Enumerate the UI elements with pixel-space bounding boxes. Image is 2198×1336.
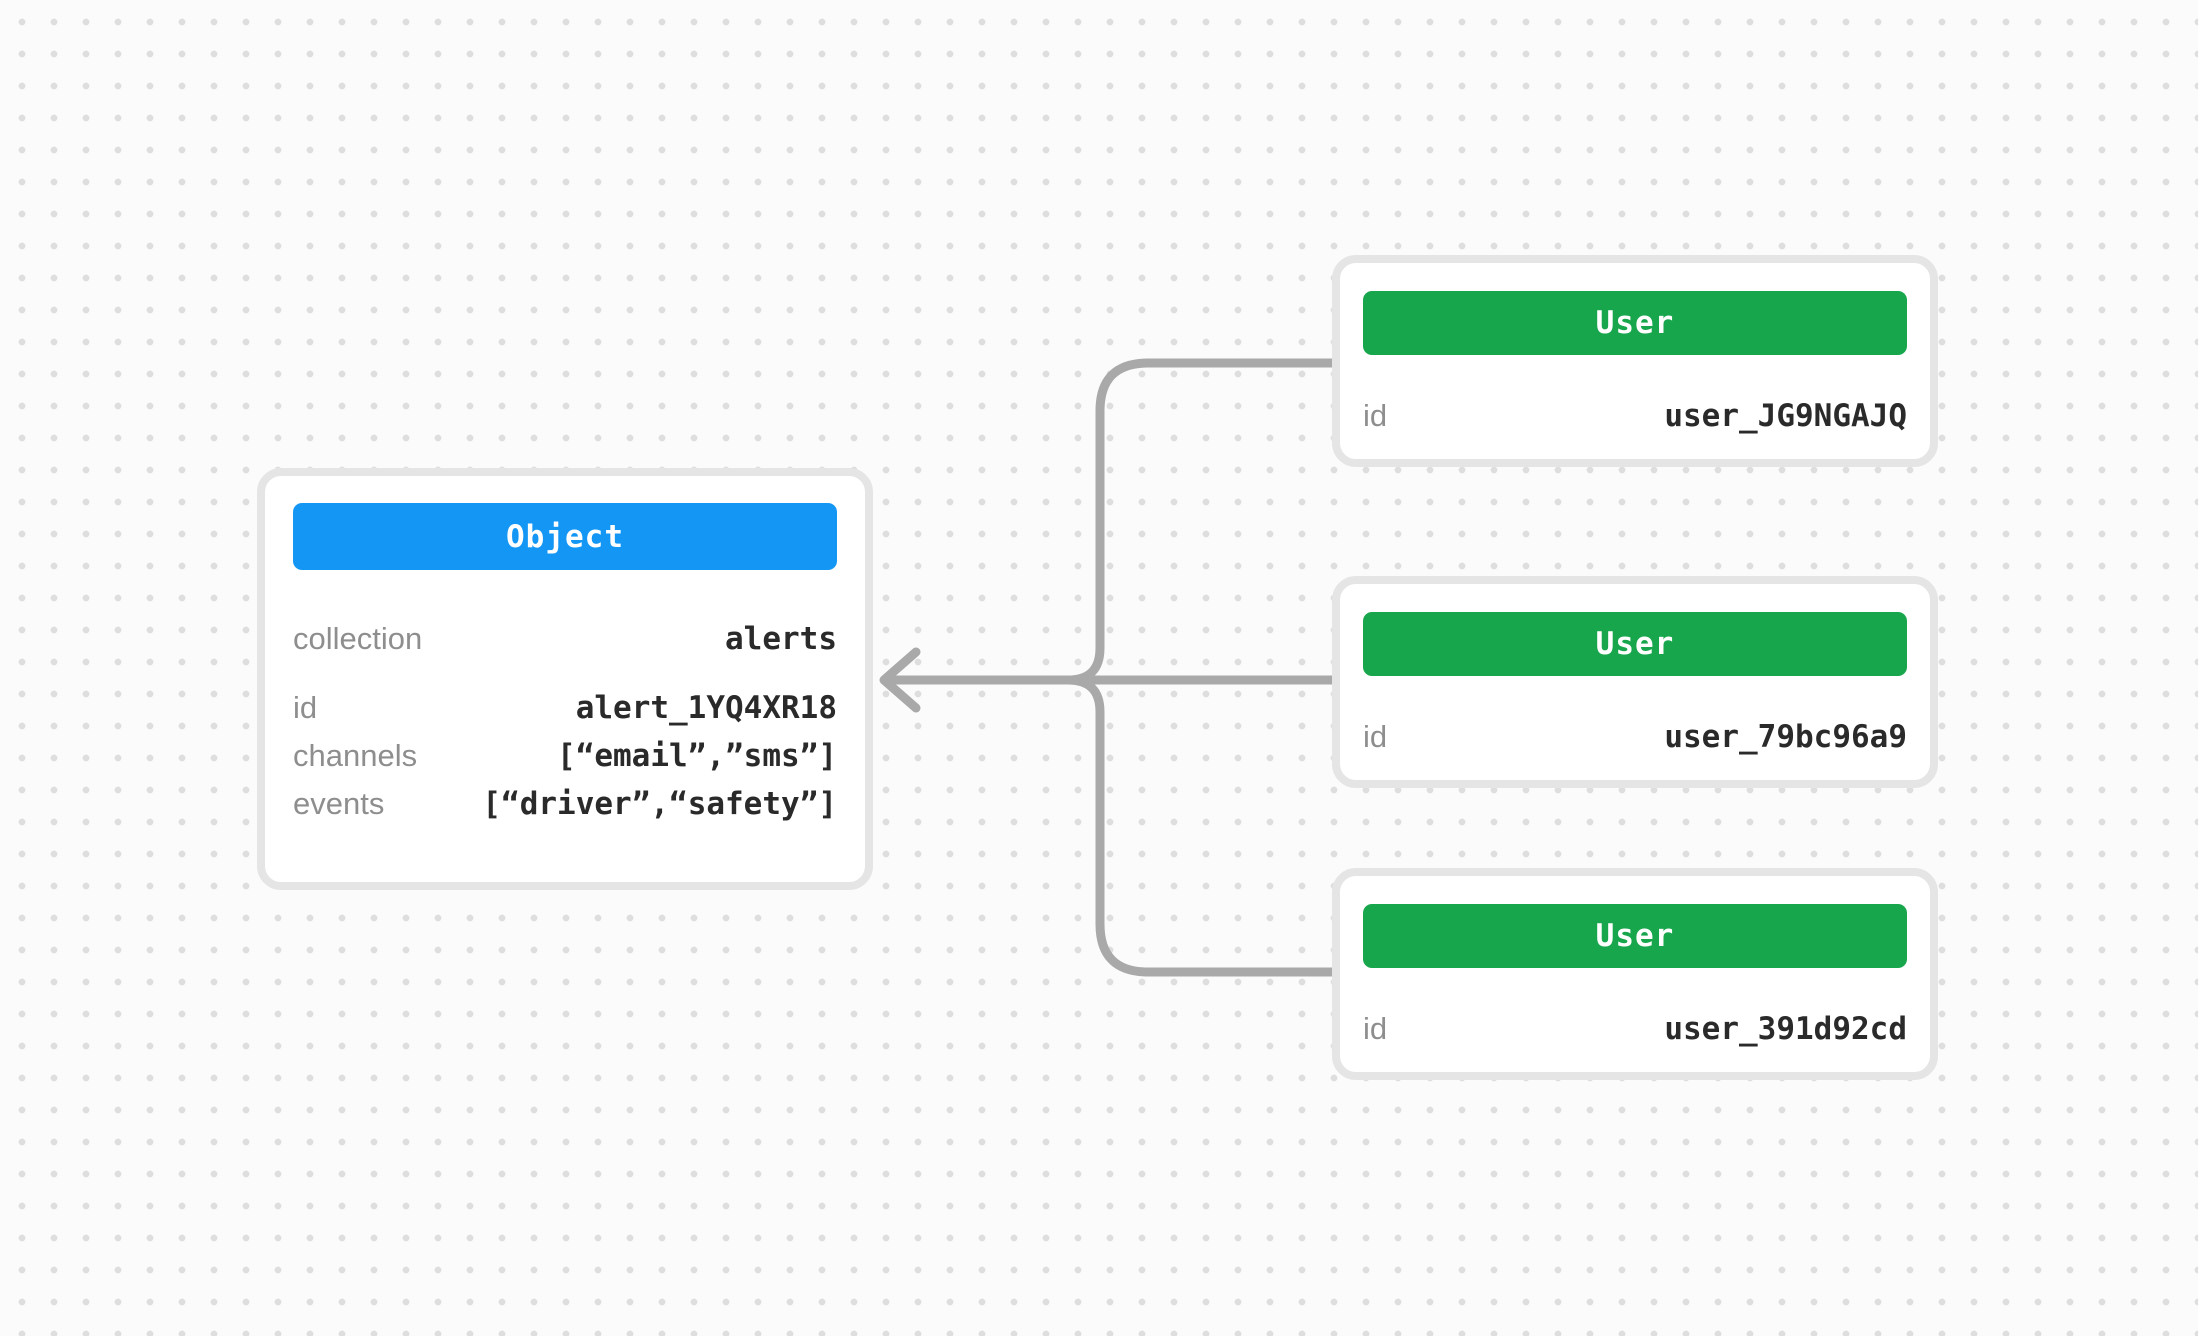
user-node-3[interactable]: User id user_391d92cd bbox=[1332, 868, 1938, 1080]
field-row-id: id alert_1YQ4XR18 bbox=[293, 688, 837, 728]
user-node-header: User bbox=[1363, 904, 1907, 968]
field-value: user_JG9NGAJQ bbox=[1664, 398, 1907, 434]
user-node-1[interactable]: User id user_JG9NGAJQ bbox=[1332, 255, 1938, 467]
field-label: id bbox=[1363, 719, 1388, 754]
field-row-events: events [“driver”,“safety”] bbox=[293, 784, 837, 824]
user-node-2[interactable]: User id user_79bc96a9 bbox=[1332, 576, 1938, 788]
user-node-title: User bbox=[1595, 626, 1675, 662]
object-node-header: Object bbox=[293, 503, 837, 570]
field-label: id bbox=[1363, 398, 1388, 433]
field-row-id: id user_391d92cd bbox=[1363, 1009, 1907, 1049]
field-value: user_79bc96a9 bbox=[1664, 719, 1907, 755]
field-label: id bbox=[1363, 1011, 1388, 1046]
field-label: id bbox=[293, 690, 318, 725]
arrowhead-icon bbox=[879, 647, 921, 713]
field-row-id: id user_JG9NGAJQ bbox=[1363, 396, 1907, 436]
field-value: alerts bbox=[725, 621, 837, 657]
object-node-title: Object bbox=[506, 518, 624, 555]
field-value: [“email”,”sms”] bbox=[557, 738, 837, 774]
field-row-collection: collection alerts bbox=[293, 619, 837, 659]
field-label: events bbox=[293, 786, 385, 821]
user-node-header: User bbox=[1363, 291, 1907, 355]
object-node[interactable]: Object collection alerts id alert_1YQ4XR… bbox=[257, 468, 873, 890]
field-value: [“driver”,“safety”] bbox=[482, 786, 837, 822]
field-value: alert_1YQ4XR18 bbox=[575, 690, 837, 726]
user-node-header: User bbox=[1363, 612, 1907, 676]
user-node-title: User bbox=[1595, 305, 1675, 341]
field-row-channels: channels [“email”,”sms”] bbox=[293, 736, 837, 776]
field-label: collection bbox=[293, 621, 423, 656]
field-value: user_391d92cd bbox=[1664, 1011, 1907, 1047]
user-node-title: User bbox=[1595, 918, 1675, 954]
connector-top bbox=[1063, 358, 1337, 685]
field-row-id: id user_79bc96a9 bbox=[1363, 717, 1907, 757]
field-label: channels bbox=[293, 738, 418, 773]
connector-bottom bbox=[1063, 675, 1337, 977]
